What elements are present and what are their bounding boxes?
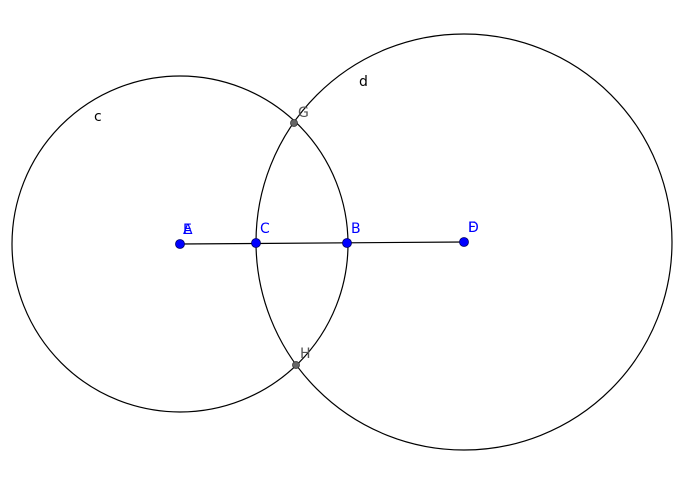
point-g[interactable] (290, 119, 298, 127)
point-d-label: D (468, 220, 479, 236)
point-h-label: H (300, 346, 311, 362)
point-b-label: B (351, 221, 361, 237)
point-c[interactable] (251, 238, 261, 248)
point-h[interactable] (292, 361, 300, 369)
point-c-label: C (260, 221, 270, 237)
point-a-label: A (183, 222, 193, 238)
circle-c-label: c (94, 109, 102, 125)
point-d[interactable] (459, 237, 469, 247)
point-a[interactable] (175, 239, 185, 249)
point-g-label: G (298, 105, 309, 121)
point-b[interactable] (342, 238, 352, 248)
point-e-label: E (183, 222, 192, 238)
segment-ad[interactable] (179, 241, 465, 245)
point-f-label: F (468, 220, 476, 236)
circle-d-label: d (359, 74, 368, 90)
